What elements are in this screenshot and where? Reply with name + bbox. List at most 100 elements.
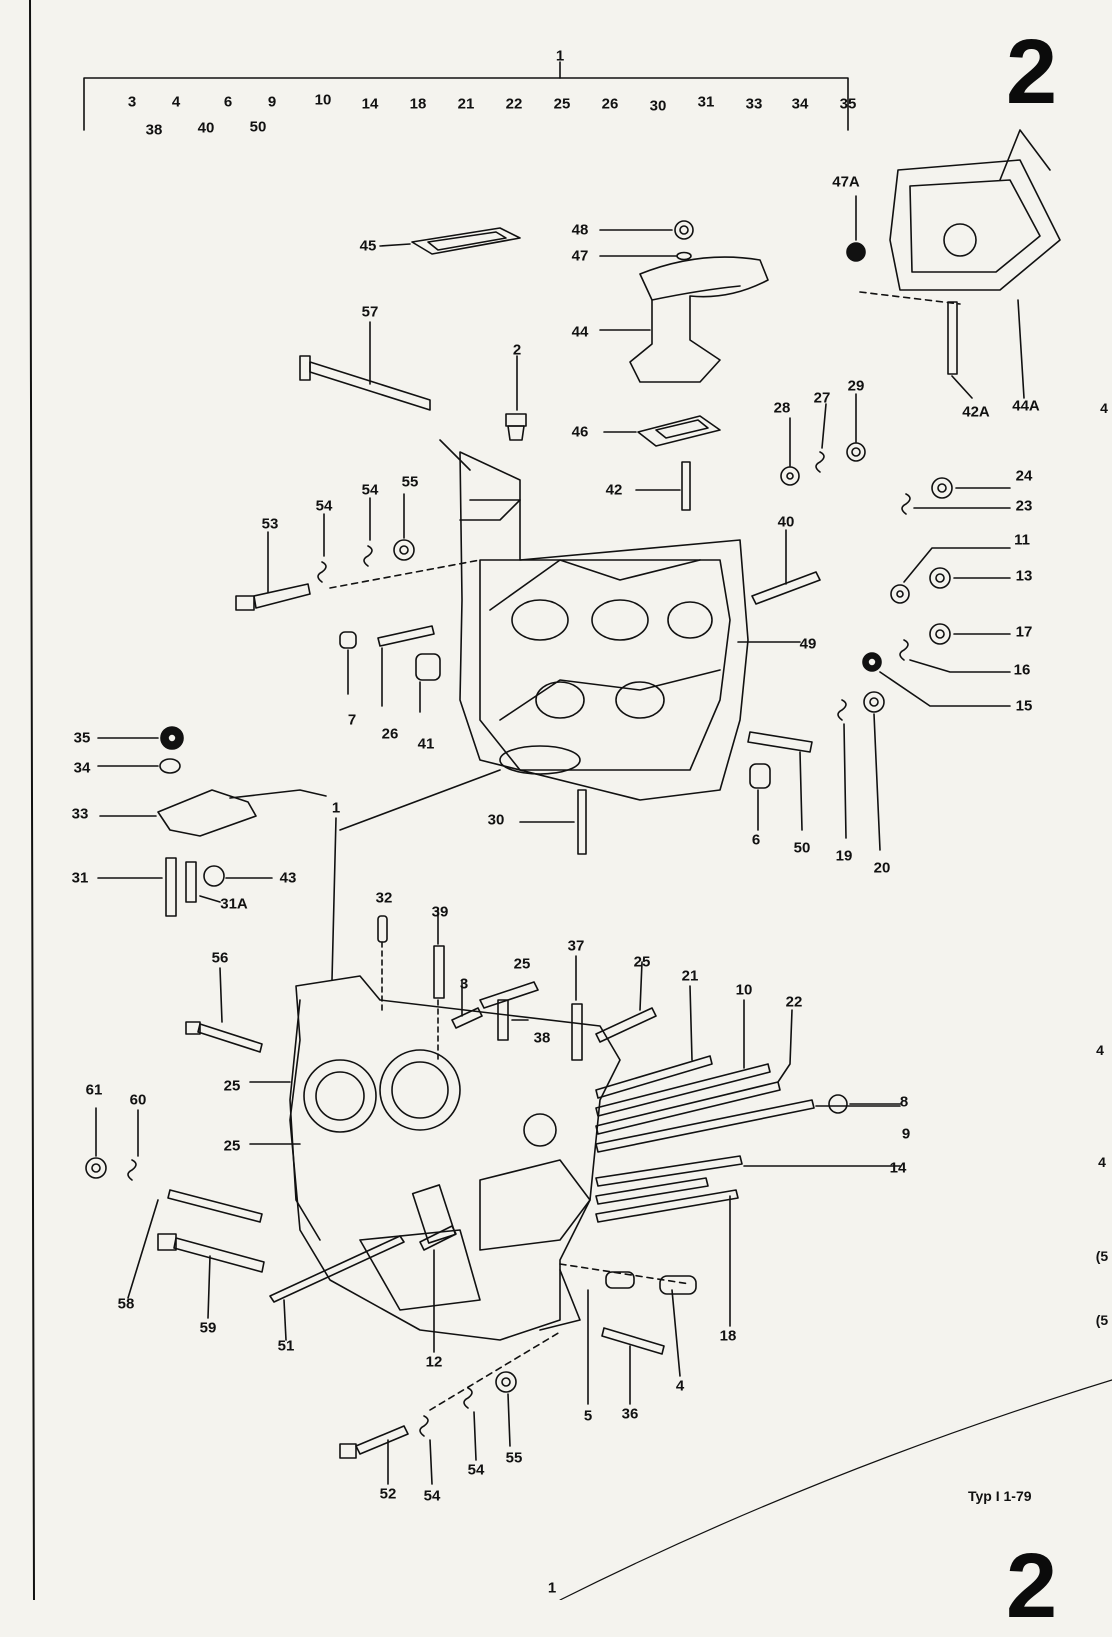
washer-34 bbox=[159, 758, 181, 774]
header-ref: 6 bbox=[223, 93, 233, 111]
stud-36 bbox=[601, 1327, 665, 1405]
callout-label: 50 bbox=[793, 839, 811, 857]
stud-12 bbox=[419, 1225, 457, 1353]
callout-label: 43 bbox=[279, 869, 297, 887]
callout-label: 25 bbox=[513, 955, 531, 973]
callout-label: 49 bbox=[799, 635, 817, 653]
nut-17 bbox=[929, 623, 951, 645]
callout-label: 51 bbox=[277, 1337, 295, 1355]
stud-40 bbox=[751, 529, 821, 605]
callout-label: 33 bbox=[71, 805, 89, 823]
callout-label: 36 bbox=[621, 1405, 639, 1423]
callout-label: 41 bbox=[417, 735, 435, 753]
sleeve-41 bbox=[415, 653, 441, 713]
callout-label: 32 bbox=[375, 889, 393, 907]
callout-label: 17 bbox=[1015, 623, 1033, 641]
callout-label: 1 bbox=[331, 799, 341, 817]
callout-label: 59 bbox=[199, 1319, 217, 1337]
left-margin-line bbox=[29, 0, 35, 1600]
callout-label: 39 bbox=[431, 903, 449, 921]
header-ref: 14 bbox=[361, 95, 379, 113]
stud-42A bbox=[947, 301, 973, 399]
callout-label: 40 bbox=[777, 513, 795, 531]
page-number: 2 bbox=[1006, 21, 1058, 123]
callout-label: 21 bbox=[681, 967, 699, 985]
header-ref: 21 bbox=[457, 95, 475, 113]
callout-label: 56 bbox=[211, 949, 229, 967]
washer-11 bbox=[890, 584, 910, 604]
nut-24 bbox=[931, 477, 953, 499]
callout-label: 4 bbox=[675, 1377, 685, 1395]
callout-label: 12 bbox=[425, 1353, 443, 1371]
lockwasher-54b bbox=[363, 545, 373, 567]
callout-label: 54 bbox=[423, 1487, 441, 1505]
page-curve bbox=[559, 1379, 1112, 1600]
callout-label: 7 bbox=[347, 711, 357, 729]
cover-33 bbox=[99, 789, 327, 837]
dipstick-51 bbox=[269, 1235, 405, 1341]
callout-label: 48 bbox=[571, 221, 589, 239]
header-ref: 3 bbox=[127, 93, 137, 111]
callout-label: 26 bbox=[381, 725, 399, 743]
dowel-7 bbox=[339, 631, 357, 695]
crankcase-right-half bbox=[439, 439, 749, 801]
edge-mark: (5 bbox=[1095, 1248, 1109, 1264]
callout-label: 2 bbox=[512, 341, 522, 359]
callout-label: 30 bbox=[487, 811, 505, 829]
callout-label: 46 bbox=[571, 423, 589, 441]
sleeve-5b bbox=[659, 1275, 697, 1295]
stud-50 bbox=[747, 731, 813, 831]
dowel-6 bbox=[749, 763, 771, 831]
callout-label: 54 bbox=[315, 497, 333, 515]
callout-label: 37 bbox=[567, 937, 585, 955]
header-ref: 34 bbox=[791, 95, 809, 113]
callout-label: 47 bbox=[571, 247, 589, 265]
nut-55a bbox=[393, 539, 415, 561]
stud-21 bbox=[595, 985, 713, 1099]
callout-label: 25 bbox=[633, 953, 651, 971]
lockwasher-27 bbox=[815, 451, 825, 473]
nut-20 bbox=[863, 691, 885, 713]
callout-label: 44A bbox=[1012, 397, 1040, 415]
callout-label: 11 bbox=[1014, 531, 1030, 549]
stud-39 bbox=[433, 909, 445, 1061]
callout-label: 10 bbox=[735, 981, 753, 999]
stud-10 bbox=[595, 999, 771, 1117]
stud-42 bbox=[635, 461, 691, 511]
edge-mark: 4 bbox=[1096, 1042, 1104, 1058]
stud-38 bbox=[497, 999, 529, 1041]
stud-25b bbox=[595, 961, 657, 1043]
stud-18b bbox=[595, 1189, 739, 1327]
gasket-46 bbox=[603, 415, 721, 447]
callout-label: 14 bbox=[889, 1159, 907, 1177]
stud-30 bbox=[519, 789, 587, 855]
header-ref: 10 bbox=[314, 91, 332, 109]
header-ref: 4 bbox=[171, 93, 181, 111]
callout-label: 38 bbox=[533, 1029, 551, 1047]
callout-label: 61 bbox=[85, 1081, 103, 1099]
pin-3 bbox=[451, 979, 483, 1029]
callout-label: 3 bbox=[459, 975, 469, 993]
callout-label: 22 bbox=[785, 993, 803, 1011]
header-ref: 26 bbox=[601, 95, 619, 113]
plug-2 bbox=[505, 355, 527, 441]
callout-label: 31 bbox=[71, 869, 89, 887]
callout-label: 28 bbox=[773, 399, 791, 417]
header-ref: 9 bbox=[267, 93, 277, 111]
callout-label: 18 bbox=[719, 1327, 737, 1345]
callout-label: 5 bbox=[583, 1407, 593, 1425]
nut-29 bbox=[846, 442, 866, 462]
lockwasher-54d bbox=[463, 1387, 473, 1409]
exploded-engine-drawing bbox=[29, 0, 1112, 1600]
header-group-label: 1 bbox=[555, 47, 565, 65]
callout-label: 42A bbox=[962, 403, 990, 421]
callout-label: 57 bbox=[361, 303, 379, 321]
cover-44A bbox=[859, 129, 1061, 305]
gasket-45 bbox=[379, 227, 521, 255]
plug-47A bbox=[846, 242, 866, 262]
callout-label: 24 bbox=[1015, 467, 1033, 485]
stud-18a bbox=[595, 1177, 709, 1205]
bolt-52 bbox=[339, 1425, 409, 1485]
callout-label: 53 bbox=[261, 515, 279, 533]
stud-56 bbox=[185, 967, 263, 1053]
